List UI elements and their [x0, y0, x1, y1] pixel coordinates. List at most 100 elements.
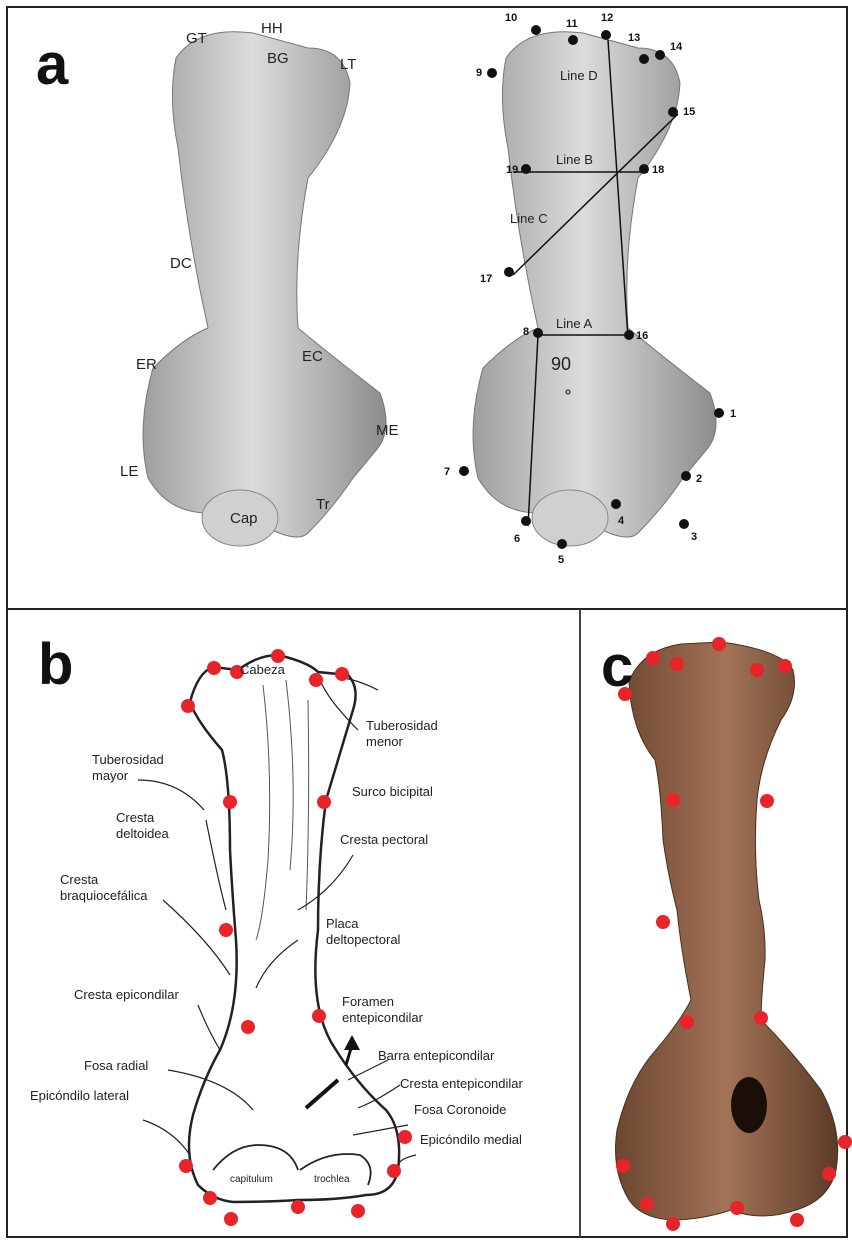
landmark-b-14 — [179, 1159, 193, 1173]
label-hh: HH — [261, 20, 283, 37]
label-tr: Tr — [316, 496, 330, 513]
landmark-c-15 — [640, 1197, 654, 1211]
humerus-right-shape — [473, 32, 716, 542]
landmark-c-4 — [750, 663, 764, 677]
label-foramen-entepicondilar: Foramen entepicondilar — [342, 994, 452, 1026]
landmark-dot-17 — [504, 267, 514, 277]
landmark-dot-16 — [624, 330, 634, 340]
landmark-b-4 — [309, 673, 323, 687]
landmark-b-18 — [351, 1204, 365, 1218]
landmark-b-9 — [219, 923, 233, 937]
panel-a-bones — [8, 8, 850, 612]
landmark-6: 6 — [514, 533, 520, 545]
landmark-b-11 — [312, 1009, 326, 1023]
label-cap: Cap — [230, 510, 258, 527]
landmark-dot-11 — [568, 35, 578, 45]
landmark-c-12 — [838, 1135, 852, 1149]
panel-b: b — [6, 608, 580, 1238]
landmark-dot-12 — [601, 30, 611, 40]
label-barra-entepicondilar: Barra entepicondilar — [378, 1048, 494, 1064]
landmark-dot-19 — [521, 164, 531, 174]
label-fosa-coronoide: Fosa Coronoide — [414, 1102, 507, 1118]
label-lt: LT — [340, 56, 356, 73]
landmark-c-1 — [646, 651, 660, 665]
label-surco-bicipital: Surco bicipital — [352, 784, 433, 800]
label-dc: DC — [170, 255, 192, 272]
landmark-b-10 — [241, 1020, 255, 1034]
label-gt: GT — [186, 30, 207, 47]
panel-c-photo — [581, 610, 849, 1240]
label-cresta-pectoral: Cresta pectoral — [340, 832, 428, 848]
label-tuberosidad-menor: Tuberosidad menor — [366, 718, 461, 750]
landmark-b-6 — [181, 699, 195, 713]
label-fosa-radial: Fosa radial — [84, 1058, 148, 1074]
landmark-13: 13 — [628, 32, 640, 44]
humerus-left-shape — [143, 32, 386, 542]
landmark-dot-9 — [487, 68, 497, 78]
landmark-8: 8 — [523, 326, 529, 338]
landmark-dot-18 — [639, 164, 649, 174]
landmark-c-10 — [680, 1015, 694, 1029]
landmark-c-6 — [618, 687, 632, 701]
landmark-dot-8 — [533, 328, 543, 338]
landmark-9: 9 — [476, 67, 482, 79]
landmark-3: 3 — [691, 531, 697, 543]
label-me: ME — [376, 422, 399, 439]
landmark-dot-10 — [531, 25, 541, 35]
landmark-1: 1 — [730, 408, 736, 420]
label-le: LE — [120, 463, 138, 480]
landmark-10: 10 — [505, 12, 517, 24]
landmark-4: 4 — [618, 515, 624, 527]
landmark-c-2 — [670, 657, 684, 671]
landmark-12: 12 — [601, 12, 613, 24]
label-epicondilo-medial: Epicóndilo medial — [420, 1132, 522, 1148]
landmark-b-13 — [387, 1164, 401, 1178]
label-er: ER — [136, 356, 157, 373]
landmark-dot-13 — [639, 54, 649, 64]
landmark-17: 17 — [480, 273, 492, 285]
label-capitulum: capitulum — [230, 1172, 273, 1188]
label-bg: BG — [267, 50, 289, 67]
label-ec: EC — [302, 348, 323, 365]
landmark-b-17 — [291, 1200, 305, 1214]
landmark-dot-3 — [679, 519, 689, 529]
label-placa-deltopectoral: Placa deltopectoral — [326, 916, 436, 948]
landmark-16: 16 — [636, 330, 648, 342]
label-tuberosidad-mayor: Tuberosidad mayor — [92, 752, 182, 784]
landmark-b-3 — [271, 649, 285, 663]
landmark-b-1 — [207, 661, 221, 675]
landmark-dot-2 — [681, 471, 691, 481]
label-line-c: Line C — [510, 211, 548, 226]
landmark-5: 5 — [558, 554, 564, 566]
label-trochlea: trochlea — [314, 1172, 350, 1188]
label-line-d: Line D — [560, 68, 598, 83]
label-cresta-epicondilar: Cresta epicondilar — [74, 987, 179, 1003]
landmark-dot-7 — [459, 466, 469, 476]
landmark-b-15 — [203, 1191, 217, 1205]
landmark-c-11 — [754, 1011, 768, 1025]
label-cabeza: Cabeza — [240, 662, 285, 678]
landmark-19: 19 — [506, 164, 518, 176]
landmark-15: 15 — [683, 106, 695, 118]
landmark-c-18 — [790, 1213, 804, 1227]
landmark-dot-15 — [668, 107, 678, 117]
landmark-dot-5 — [557, 539, 567, 549]
landmark-c-16 — [666, 1217, 680, 1231]
landmark-2: 2 — [696, 473, 702, 485]
landmark-c-14 — [616, 1159, 630, 1173]
label-angle: 90 — [551, 354, 571, 375]
landmark-dot-14 — [655, 50, 665, 60]
landmark-7: 7 — [444, 466, 450, 478]
landmark-b-5 — [335, 667, 349, 681]
landmark-c-17 — [730, 1201, 744, 1215]
label-line-b: Line B — [556, 152, 593, 167]
landmark-b-12 — [398, 1130, 412, 1144]
label-cresta-entepicondilar: Cresta entepicondilar — [400, 1076, 523, 1092]
label-cresta-deltoidea: Cresta deltoidea — [116, 810, 186, 842]
landmark-c-3 — [712, 637, 726, 651]
landmark-dot-6 — [521, 516, 531, 526]
landmark-c-7 — [666, 793, 680, 807]
landmark-dot-4 — [611, 499, 621, 509]
label-cresta-braquiocefalica: Cresta braquiocefálica — [60, 872, 170, 904]
landmark-18: 18 — [652, 164, 664, 176]
